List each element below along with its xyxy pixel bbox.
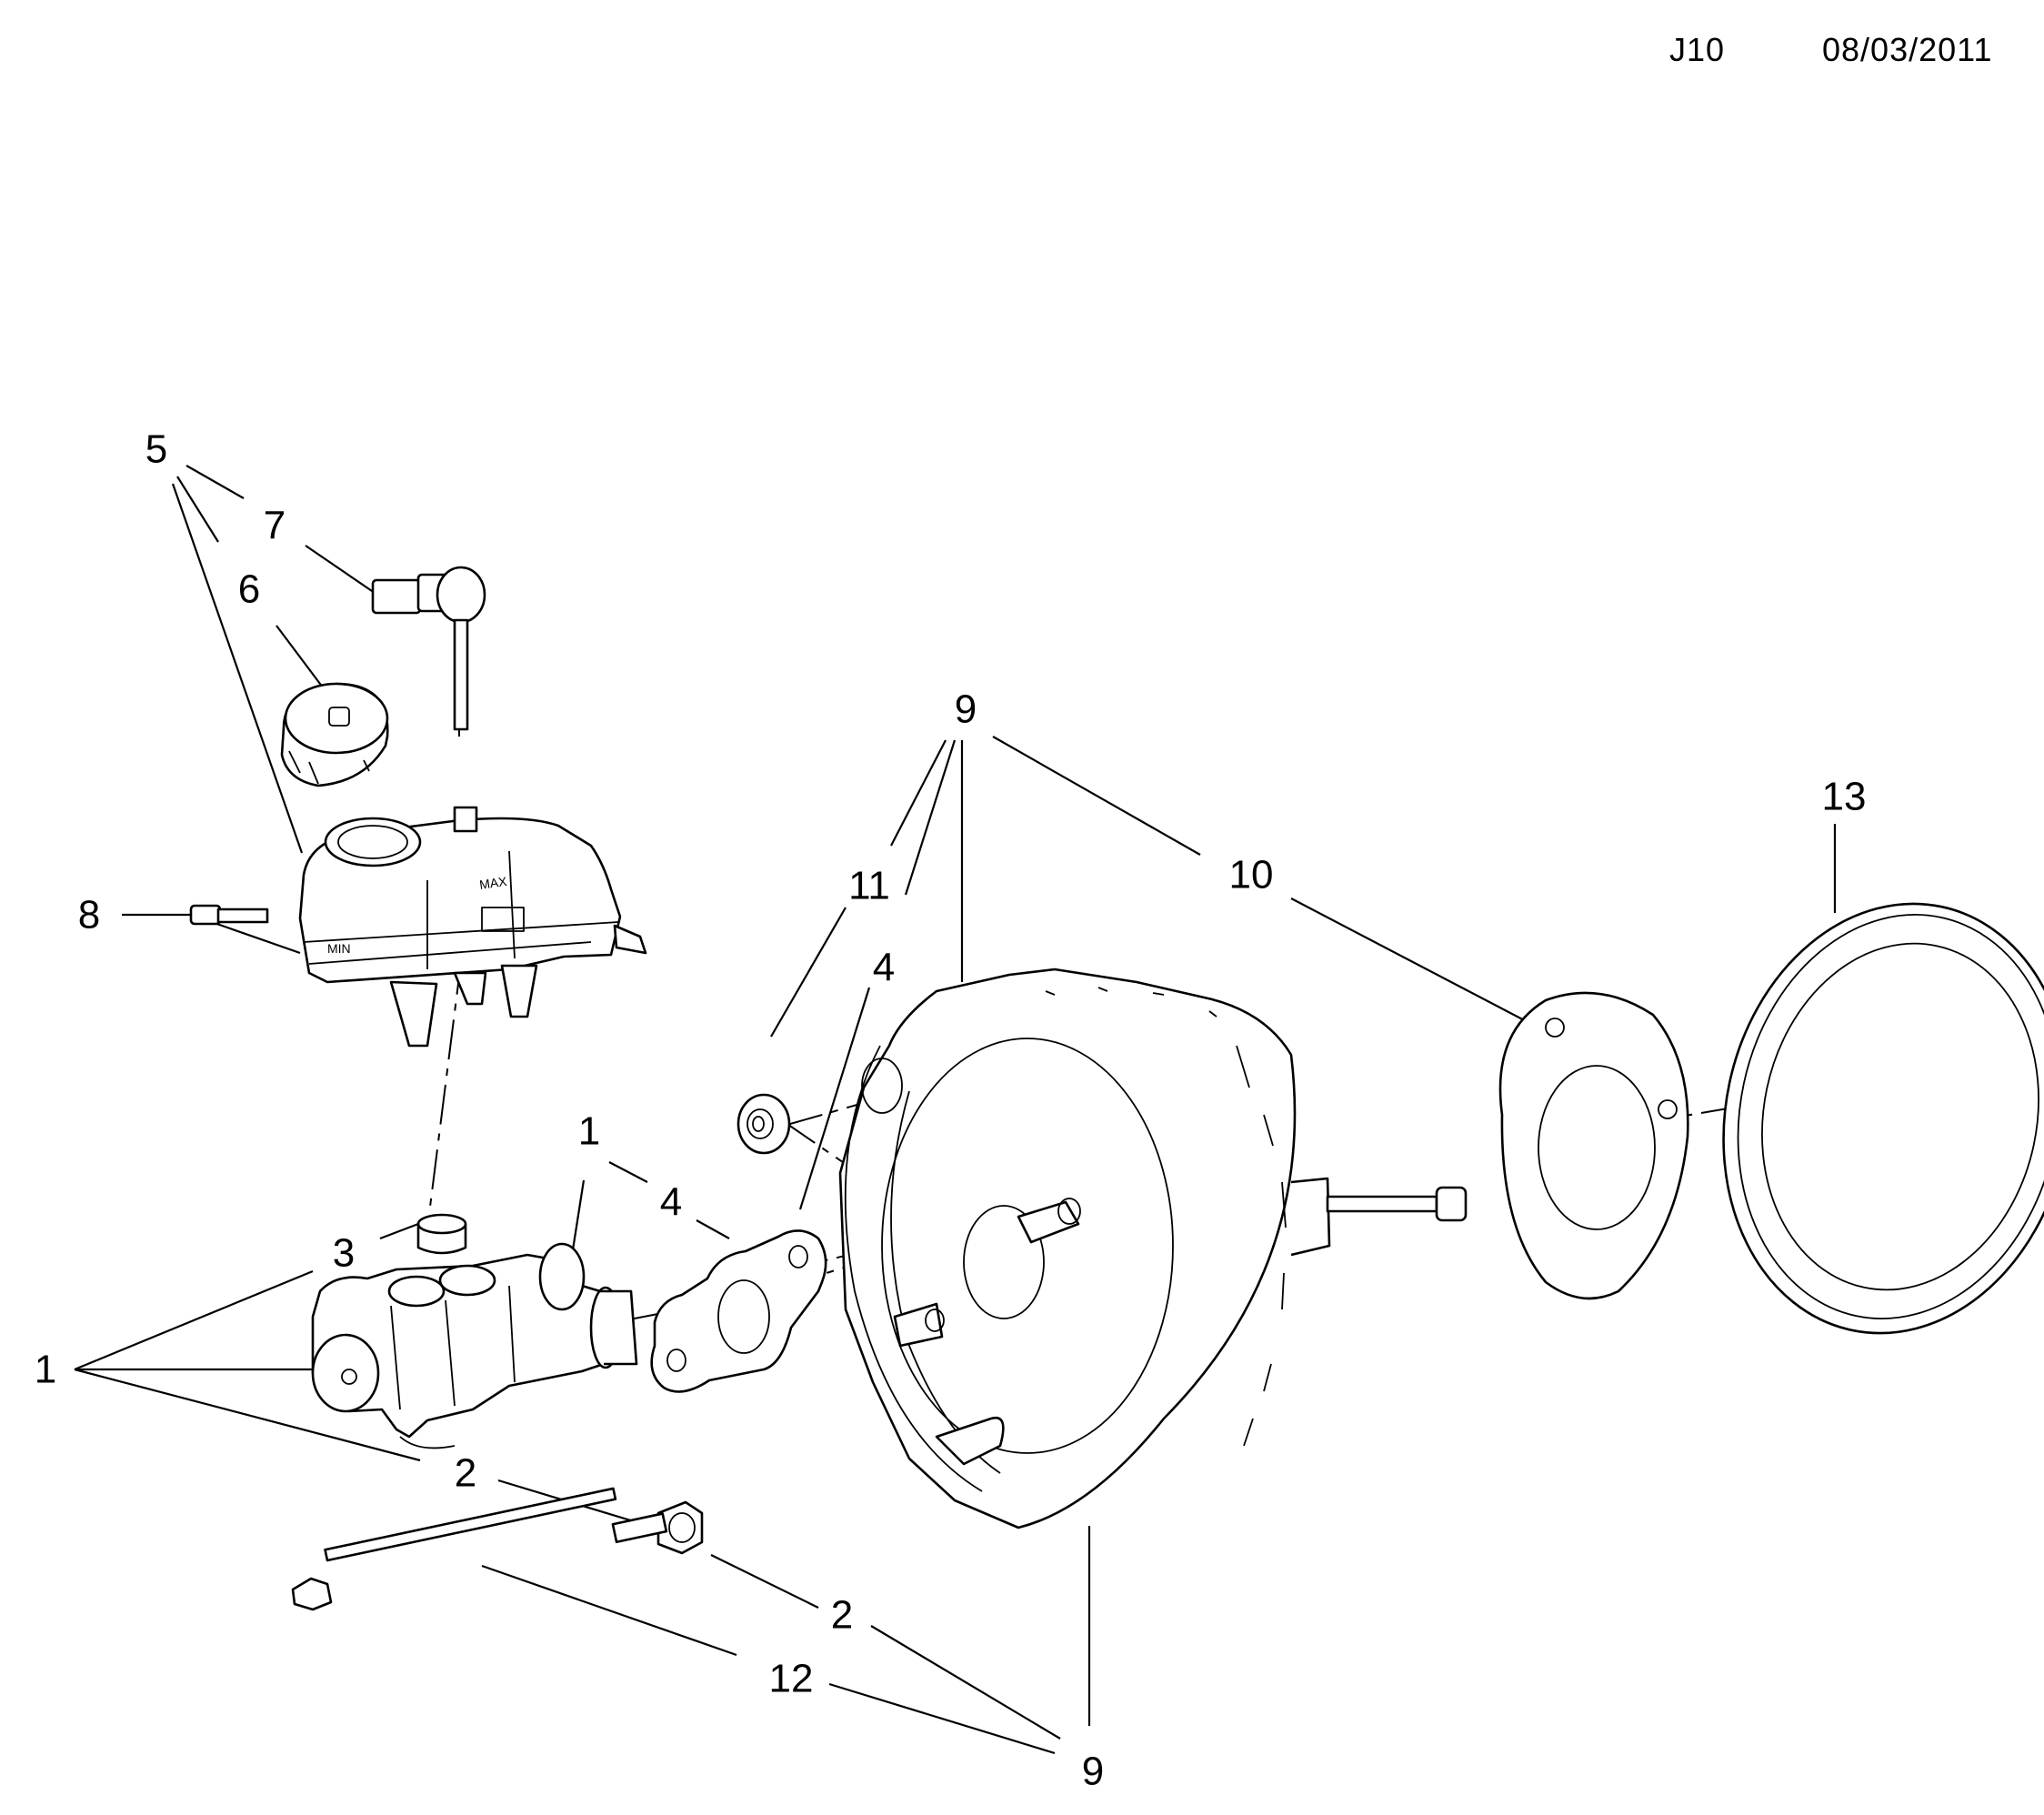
callout-6: 6 xyxy=(238,567,260,612)
callout-1-mid: 1 xyxy=(578,1109,600,1154)
reservoir-cap-part xyxy=(280,682,389,787)
callout-13: 13 xyxy=(1822,775,1867,819)
master-cylinder-part xyxy=(311,1242,638,1449)
booster-gasket-part xyxy=(1498,991,1689,1300)
brake-booster-part xyxy=(838,968,1468,1529)
callout-7: 7 xyxy=(264,504,286,548)
max-mark: MAX xyxy=(478,874,508,892)
callout-9-upper: 9 xyxy=(955,687,977,732)
cylinder-gasket-part xyxy=(650,1229,827,1393)
callout-4-upper: 4 xyxy=(873,946,895,990)
cylinder-nut-part xyxy=(656,1500,704,1555)
callout-labels: 1 1 2 2 3 4 4 5 6 7 8 9 9 10 11 12 13 xyxy=(35,427,1867,1794)
callout-4-mid: 4 xyxy=(660,1180,682,1225)
fluid-reservoir-part: MAX MIN xyxy=(298,806,647,1048)
callout-5: 5 xyxy=(145,427,167,472)
callout-2-left: 2 xyxy=(455,1451,476,1496)
reservoir-grommet-part xyxy=(416,1213,467,1255)
callout-10: 10 xyxy=(1229,853,1274,897)
callout-3: 3 xyxy=(333,1231,355,1276)
callout-9-lower: 9 xyxy=(1082,1750,1104,1794)
diagram-date: 08/03/2011 xyxy=(1822,31,1993,68)
booster-nut-part xyxy=(736,1093,791,1155)
callout-11: 11 xyxy=(848,864,890,908)
callout-1-left: 1 xyxy=(35,1348,56,1392)
min-mark: MIN xyxy=(327,941,351,956)
retaining-pin-part xyxy=(189,904,269,926)
push-rod-part xyxy=(291,1487,668,1611)
callout-2-right: 2 xyxy=(831,1593,853,1638)
diagram-ref: J10 xyxy=(1669,31,1726,68)
leader-lines xyxy=(74,465,1837,1755)
booster-seal-ring-part xyxy=(1722,902,2044,1335)
callout-12: 12 xyxy=(769,1657,814,1701)
level-sensor-part xyxy=(371,566,486,731)
callout-8: 8 xyxy=(78,893,100,938)
